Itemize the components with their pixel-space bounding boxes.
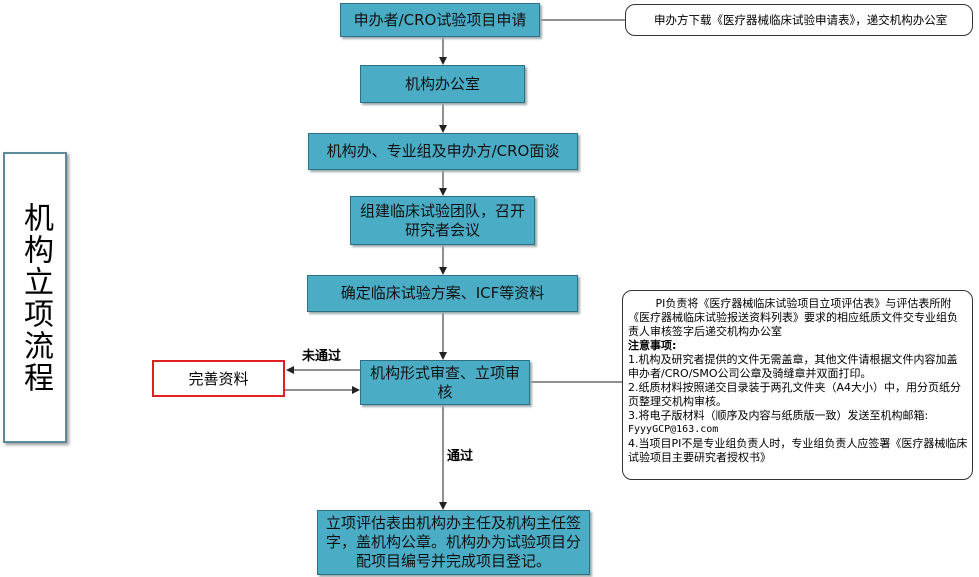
fix-materials-box: 完善资料 xyxy=(152,360,285,397)
step-office: 机构办公室 xyxy=(360,65,525,103)
step-protocol: 确定临床试验方案、ICF等资料 xyxy=(307,275,578,312)
fail-label: 未通过 xyxy=(302,349,342,364)
callout-review: PI负责将《医疗器械临床试验项目立项评估表》与评估表所附《医疗器械临床试验报送资… xyxy=(622,290,973,480)
notes-heading: 注意事项: xyxy=(628,339,677,352)
callout-application: 申办方下载《医疗器械临床试验申请表》，递交机构办公室 xyxy=(625,4,973,36)
step-review: 机构形式审查、立项审核 xyxy=(360,360,530,405)
step-registration: 立项评估表由机构办主任及机构主任签字，盖机构公章。机构办为试验项目分配项目编号并… xyxy=(317,510,590,575)
step-team: 组建临床试验团队，召开研究者会议 xyxy=(350,196,535,245)
step-application: 申办者/CRO试验项目申请 xyxy=(340,3,540,37)
diagram-title: 机构立项流程 xyxy=(3,152,67,443)
email-address: FyyyGCP@163.com xyxy=(628,424,719,435)
note-item: 3.将电子版材料（顺序及内容与纸质版一致）发送至机构邮箱: xyxy=(628,409,929,422)
step-interview: 机构办、专业组及申办方/CRO面谈 xyxy=(308,133,578,170)
note-item: 4.当项目PI不是专业组负责人时，专业组负责人应签署《医疗器械临床试验项目主要研… xyxy=(628,437,968,464)
note-item: 1.机构及研究者提供的文件无需盖章，其他文件请根据文件内容加盖申办者/CRO/S… xyxy=(628,353,958,380)
pass-label: 通过 xyxy=(447,449,474,464)
note-item: 2.纸质材料按照递交目录装于两孔文件夹（A4大小）中，用分页纸分页整理交机构审核… xyxy=(628,381,962,408)
review-intro: PI负责将《医疗器械临床试验项目立项评估表》与评估表所附《医疗器械临床试验报送资… xyxy=(628,297,958,338)
